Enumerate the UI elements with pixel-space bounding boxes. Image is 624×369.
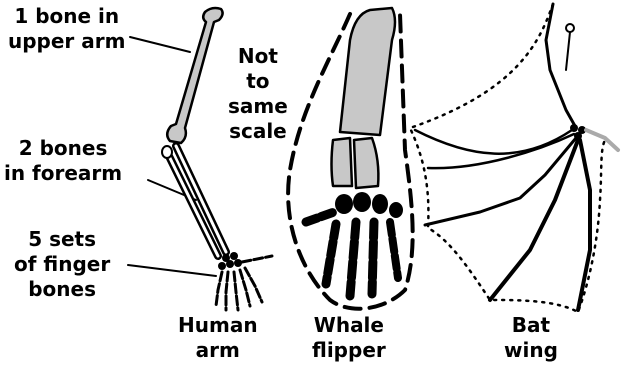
digit-bones: [350, 222, 356, 296]
finger-bones: [234, 272, 238, 310]
human-arm: [162, 8, 272, 310]
flipper-humerus: [340, 8, 395, 135]
forearm-fill-a: [166, 150, 218, 256]
bat-finger-2: [428, 134, 574, 168]
wrist-bone: [234, 259, 242, 267]
bat-thumb: [586, 130, 618, 150]
finger-bones: [216, 272, 222, 306]
digit-bones: [390, 222, 398, 278]
whale-flipper: [288, 8, 413, 309]
digit-bones: [306, 212, 334, 222]
finger-bones: [226, 272, 228, 310]
forearm-fill-b: [176, 146, 226, 252]
bat-forearm-thin: [566, 32, 570, 70]
wrist-bone: [230, 252, 238, 260]
carpal-bone: [389, 202, 403, 218]
bat-wing: [410, 4, 618, 312]
carpal-bone: [353, 192, 371, 212]
bat-shoulder: [566, 24, 574, 32]
elbow-cap: [162, 146, 172, 158]
digit-bones: [372, 222, 374, 294]
thumb-bones: [242, 256, 272, 262]
bat-humerus: [546, 4, 575, 126]
bat-finger-5: [578, 140, 590, 310]
bat-finger-4: [490, 140, 578, 300]
fingers-leader: [128, 265, 216, 276]
humerus-bone: [167, 8, 222, 143]
wrist-bone: [226, 260, 234, 268]
carpal-bone: [335, 194, 353, 214]
flipper-radius: [332, 138, 353, 186]
wrist-bone: [218, 262, 226, 270]
bat-finger-1: [415, 130, 572, 154]
digit-bones: [326, 224, 336, 284]
upper-arm-leader: [130, 37, 190, 52]
carpal-bone: [372, 194, 388, 214]
bat-finger-3: [425, 138, 576, 225]
flipper-ulna: [354, 138, 378, 188]
